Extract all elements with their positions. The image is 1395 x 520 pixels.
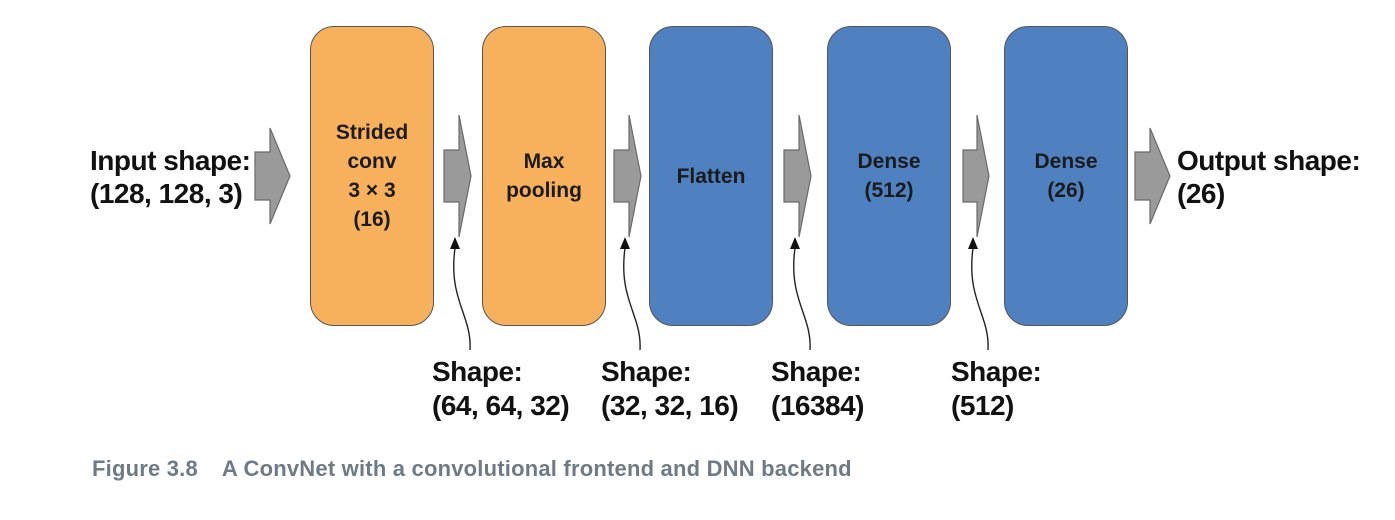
layer-text: Strided	[335, 121, 409, 144]
layer-text: conv	[347, 150, 397, 173]
figure-caption: Figure 3.8 A ConvNet with a convolutional…	[92, 456, 852, 482]
pointer-line-4	[971, 247, 989, 351]
pointer-line-2	[623, 247, 641, 351]
layer-flatten: Flatten	[649, 26, 773, 326]
input-shape-label: Input shape: (128, 128, 3)	[90, 144, 251, 210]
layer-text: Dense	[857, 150, 921, 173]
layer-text: Max	[523, 150, 565, 173]
flow-arrow-2	[613, 114, 642, 238]
shape-annotation-4: Shape: (512)	[951, 355, 1042, 423]
pointer-head-3	[790, 237, 800, 249]
output-shape-label: Output shape: (26)	[1177, 144, 1361, 210]
layer-text: (26)	[1047, 179, 1085, 202]
flow-arrow-1	[443, 114, 472, 238]
shape-annotation-2: Shape: (32, 32, 16)	[601, 355, 739, 423]
output-shape-value: (26)	[1177, 178, 1225, 209]
layer-text: pooling	[506, 179, 582, 202]
shape-title: Shape:	[771, 356, 862, 387]
layer-max-pooling: Max pooling	[482, 26, 606, 326]
shape-annotation-1: Shape: (64, 64, 32)	[432, 355, 570, 423]
flow-arrow-3	[783, 114, 812, 238]
pointer-line-3	[793, 247, 811, 351]
figure-caption-text: A ConvNet with a convolutional frontend …	[221, 456, 852, 481]
pointer-head-1	[450, 237, 460, 249]
layer-text: (512)	[864, 179, 914, 202]
flow-arrow-4	[962, 114, 990, 238]
pointer-head-2	[620, 237, 630, 249]
layer-text: 3 × 3	[348, 179, 396, 202]
layer-text: Dense	[1034, 150, 1098, 173]
pointer-line-1	[453, 247, 471, 351]
output-shape-title: Output shape:	[1177, 145, 1361, 176]
flow-arrow-input	[254, 127, 291, 225]
layer-strided-conv: Strided conv 3 × 3 (16)	[310, 26, 434, 326]
shape-value: (64, 64, 32)	[432, 390, 570, 421]
figure-number: Figure 3.8	[92, 456, 198, 481]
shape-title: Shape:	[951, 356, 1042, 387]
flow-arrow-output	[1134, 127, 1171, 225]
shape-value: (16384)	[771, 390, 865, 421]
pointer-head-4	[968, 237, 978, 249]
input-shape-title: Input shape:	[90, 145, 251, 176]
shape-title: Shape:	[601, 356, 692, 387]
layer-text: (16)	[353, 208, 391, 231]
shape-annotation-3: Shape: (16384)	[771, 355, 865, 423]
shape-title: Shape:	[432, 356, 523, 387]
input-shape-value: (128, 128, 3)	[90, 178, 243, 209]
layer-text: Flatten	[676, 164, 746, 188]
layer-dense-26: Dense (26)	[1004, 26, 1128, 326]
layer-dense-512: Dense (512)	[827, 26, 951, 326]
shape-value: (512)	[951, 390, 1014, 421]
shape-value: (32, 32, 16)	[601, 390, 739, 421]
